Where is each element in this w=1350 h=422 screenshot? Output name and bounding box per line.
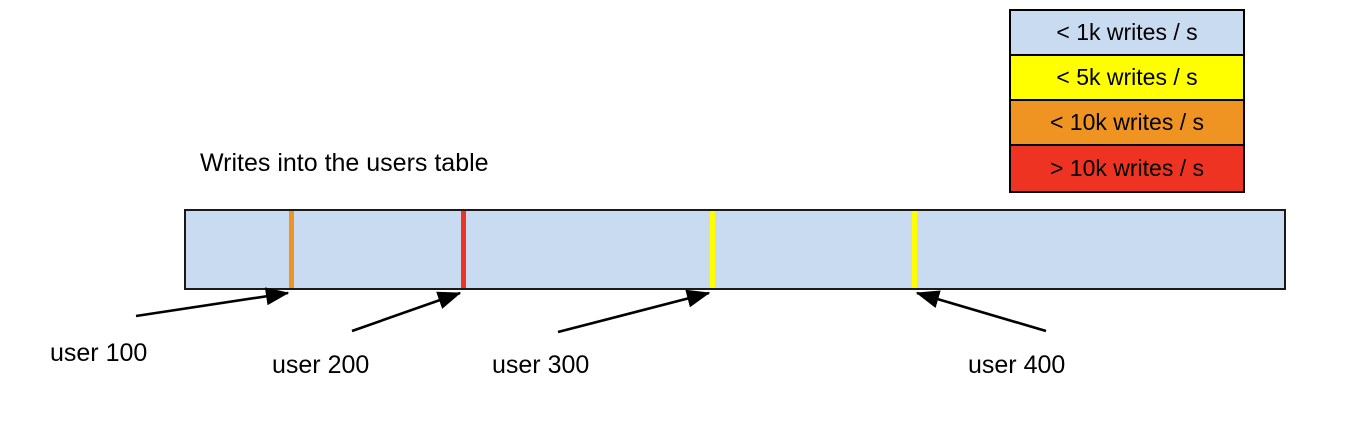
pointer-arrow-user-300 (557, 289, 711, 334)
chart-title: Writes into the users table (200, 149, 489, 177)
pointer-arrow-user-100 (135, 287, 290, 318)
band-marker-user-200 (461, 211, 466, 288)
legend-item-label: < 5k writes / s (1056, 64, 1198, 90)
pointer-label-user-400: user 400 (968, 351, 1066, 379)
band-marker-user-300 (710, 211, 715, 288)
legend-item-lt-10k: < 10k writes / s (1011, 101, 1243, 146)
legend-item-label: < 10k writes / s (1049, 109, 1205, 135)
band-marker-user-100 (289, 211, 294, 288)
legend: < 1k writes / s < 5k writes / s < 10k wr… (1009, 9, 1245, 193)
pointer-arrow-user-200 (351, 291, 462, 333)
legend-item-label: < 1k writes / s (1056, 19, 1198, 45)
pointer-arrow-user-400 (915, 290, 1047, 333)
legend-item-label: > 10k writes / s (1049, 155, 1205, 181)
band-base-fill (186, 211, 1284, 288)
pointer-label-user-100: user 100 (50, 339, 148, 367)
pointer-label-user-200: user 200 (272, 351, 370, 379)
legend-item-gt-10k: > 10k writes / s (1011, 146, 1243, 191)
users-table-band (184, 209, 1286, 290)
legend-item-lt-1k: < 1k writes / s (1011, 11, 1243, 56)
legend-item-lt-5k: < 5k writes / s (1011, 56, 1243, 101)
pointer-label-user-300: user 300 (492, 351, 590, 379)
band-marker-user-400 (912, 211, 917, 288)
